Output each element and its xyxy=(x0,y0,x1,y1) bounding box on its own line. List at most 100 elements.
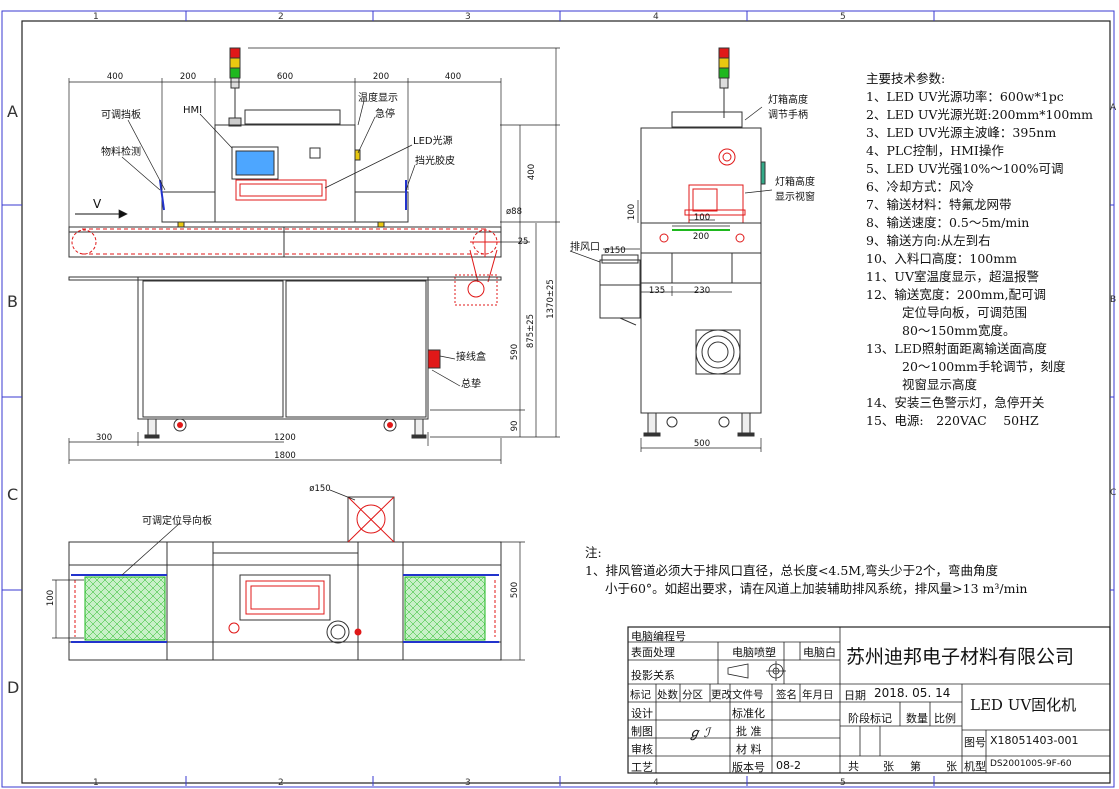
label-temp-display: 温度显示 xyxy=(358,91,398,104)
mesh-line xyxy=(404,576,437,609)
surface-value: 电脑喷塑 xyxy=(732,646,776,659)
title-block-text: 电脑编程号 表面处理 电脑喷塑 电脑白 投影关系 苏州迪邦电子材料有限公司 标记… xyxy=(628,627,1110,774)
label-lamp-handwheel: 灯箱高度 xyxy=(768,93,808,106)
inner-frame xyxy=(21,20,1111,784)
process-label: 工艺 xyxy=(631,761,653,774)
spec-item: 12、输送宽度：200mm,配可调 xyxy=(866,287,1046,302)
mesh-line xyxy=(404,576,421,593)
row-label: B xyxy=(7,292,18,311)
col-label: 2 xyxy=(278,778,284,788)
mesh-line xyxy=(117,576,166,625)
mesh-line xyxy=(84,576,109,601)
dim-400-v: 400 xyxy=(527,164,537,180)
note-line: 小于60°。如超出要求，请在风道上加装辅助排风系统，排风量>13 m³/min xyxy=(605,581,1028,596)
row-label: D xyxy=(7,678,19,697)
mesh-line xyxy=(404,576,453,625)
total-label: 共 xyxy=(848,760,859,773)
dim-100: 100 xyxy=(694,213,710,223)
row-label: A xyxy=(7,102,18,121)
dim-1200: 1200 xyxy=(274,433,296,443)
title-block xyxy=(627,626,1111,774)
dim-25: 25 xyxy=(518,237,529,247)
mesh-line xyxy=(157,576,166,585)
mesh-line xyxy=(125,576,166,617)
col-label: 4 xyxy=(653,778,659,788)
warning-light-green xyxy=(229,67,241,79)
mesh-line xyxy=(100,576,165,641)
note-line: 1、排风管道必须大于排风口直径，总长度<4.5M,弯头少于2个，弯曲角度 xyxy=(585,563,999,578)
col-label: 3 xyxy=(465,778,471,788)
model-label: 机型 xyxy=(964,760,986,773)
top-view xyxy=(68,496,502,661)
drawn-label: 制图 xyxy=(631,725,653,738)
rev-header: 更改文件号 xyxy=(711,689,764,701)
label-led-source: LED光源 xyxy=(413,134,453,147)
spec-item: 视窗显示高度 xyxy=(902,377,978,392)
spec-item: 10、入料口高度：100mm xyxy=(866,251,1017,266)
dim-135: 135 xyxy=(649,286,665,296)
product-name: LED UV固化机 xyxy=(970,696,1077,714)
version-label: 版本号 xyxy=(732,761,765,774)
stage-marks-label: 阶段标记 xyxy=(848,712,892,725)
mesh-line xyxy=(453,576,486,609)
label-adjustable-baffle: 可调挡板 xyxy=(101,108,141,121)
label-main-switch: 总挚 xyxy=(461,377,481,390)
mesh-line xyxy=(141,576,166,601)
mesh-line xyxy=(85,576,150,641)
mesh-line xyxy=(84,576,117,609)
rev-header: 处数 xyxy=(657,689,678,701)
mesh-line xyxy=(469,576,486,593)
mesh-line xyxy=(84,576,133,625)
rev-header: 年月日 xyxy=(802,689,834,701)
rev-header: 标记 xyxy=(630,689,651,701)
mesh-line xyxy=(429,576,486,633)
col-label: 1 xyxy=(93,778,99,788)
company-name: 苏州迪邦电子材料有限公司 xyxy=(846,646,1075,668)
col-label: 5 xyxy=(840,12,846,22)
mesh-line xyxy=(421,576,486,641)
label-light-shield: 挡光胶皮 xyxy=(415,154,455,167)
mesh-line xyxy=(404,576,413,585)
version-value: 08-2 xyxy=(776,759,801,772)
mesh-left xyxy=(84,576,166,641)
mesh-line xyxy=(437,576,486,625)
dim-100-top: 100 xyxy=(46,590,56,606)
notes: 注: 1、排风管道必须大于排风口直径，总长度<4.5M,弯头少于2个，弯曲角度 … xyxy=(585,544,1105,598)
row-label: C xyxy=(1110,488,1116,498)
dim-200: 200 xyxy=(373,72,389,82)
estop-button xyxy=(354,149,361,161)
drawing-no-label: 图号 xyxy=(964,736,986,749)
spec-item: 1、LED UV光源功率：600w*1pc xyxy=(866,89,1064,104)
col-label: 2 xyxy=(278,12,284,22)
label-lamp-window: 灯箱高度 xyxy=(775,175,815,188)
dim-1370: 1370±25 xyxy=(546,279,556,319)
spec-item: 80～150mm宽度。 xyxy=(902,323,1016,338)
label-guide-plate: 可调定位导向板 xyxy=(142,514,212,527)
mesh-line xyxy=(404,576,445,617)
spec-item: 6、冷却方式：风冷 xyxy=(866,179,974,194)
dim-300: 300 xyxy=(96,433,112,443)
col-label: 3 xyxy=(465,12,471,22)
dim-88: ø88 xyxy=(506,207,522,217)
rev-header: 签名 xyxy=(776,689,797,701)
label-exhaust: 排风口 xyxy=(570,240,600,253)
mesh-line xyxy=(420,576,485,641)
date-label: 日期 xyxy=(844,689,866,702)
mesh-line xyxy=(404,576,429,601)
computer-no-label: 电脑编程号 xyxy=(631,630,686,643)
rev-header: 分区 xyxy=(682,689,703,701)
dim-200: 200 xyxy=(693,232,709,242)
spec-item: 定位导向板，可调范围 xyxy=(902,305,1028,320)
row-label: A xyxy=(1110,103,1117,113)
dim-230: 230 xyxy=(694,286,710,296)
label-estop: 急停 xyxy=(375,107,395,120)
dim-500: 500 xyxy=(694,439,710,449)
estop-knob xyxy=(718,148,736,166)
mesh-line xyxy=(149,576,166,593)
dim-875: 875±25 xyxy=(526,314,536,348)
mesh-line xyxy=(477,576,486,585)
material-label: 材 料 xyxy=(736,743,762,756)
dim-400: 400 xyxy=(107,72,123,82)
window-red xyxy=(235,179,327,201)
